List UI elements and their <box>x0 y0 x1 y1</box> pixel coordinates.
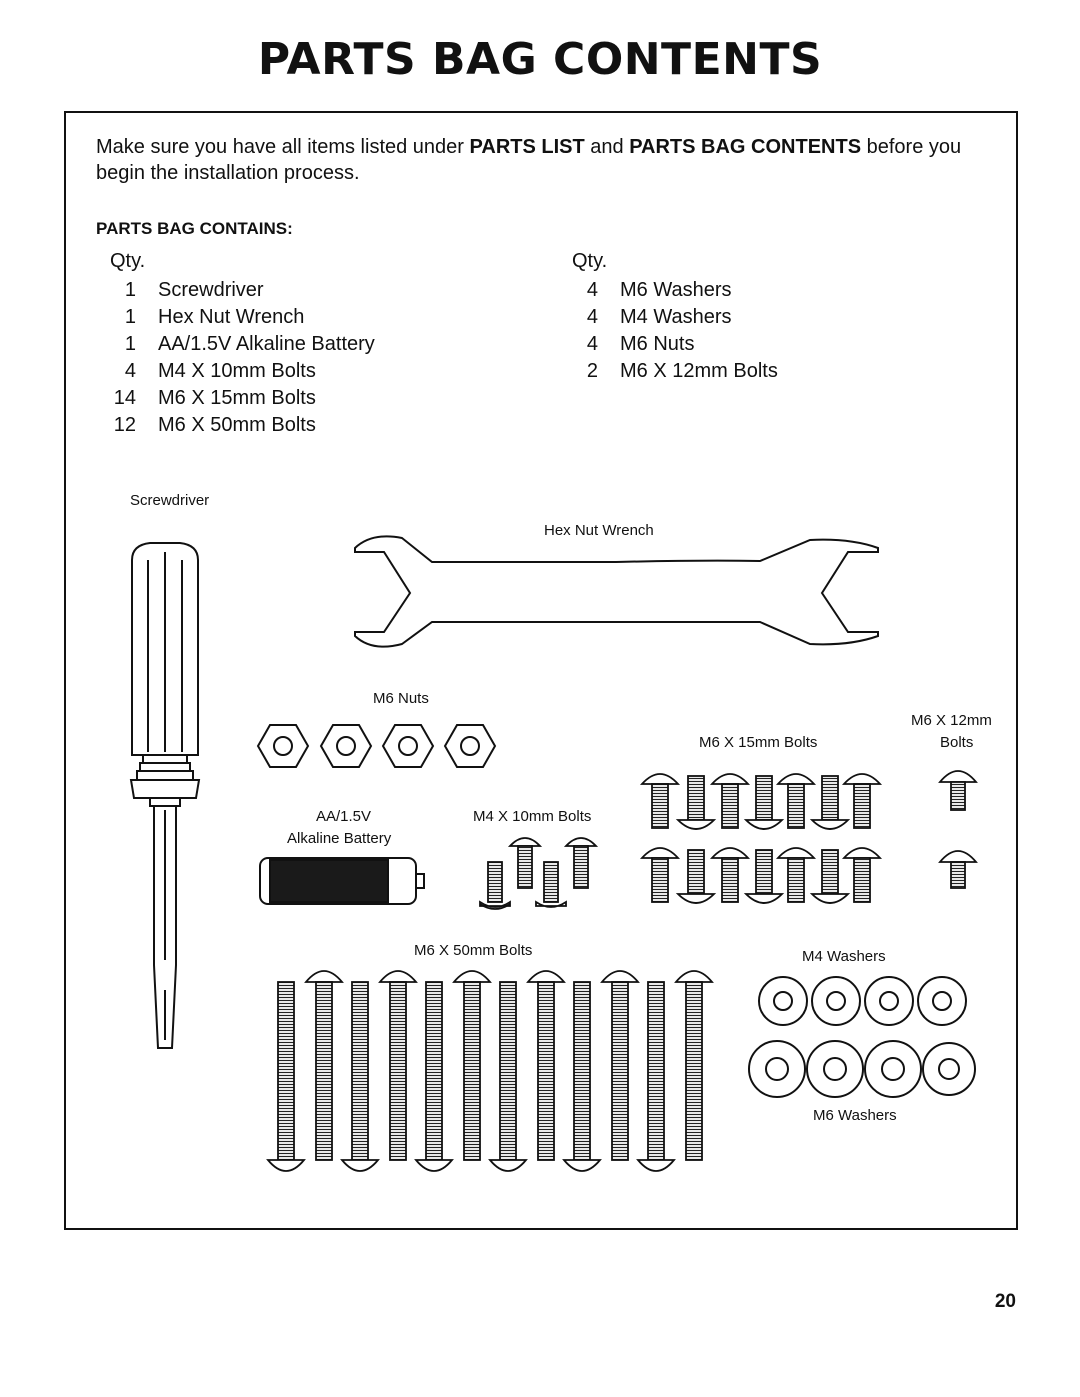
m6-nuts-icon <box>256 724 497 768</box>
m6x15-bolts-icon <box>639 847 883 904</box>
page-number: 20 <box>994 1291 1016 1312</box>
list-item-name: M4 Washers <box>620 306 732 328</box>
m4x10-label: M4 X 10mm Bolts <box>473 808 592 825</box>
m4-washers-icon <box>758 976 967 1026</box>
battery-label-line1: AA/1.5V <box>316 808 372 825</box>
list-item: 4 <box>586 333 598 355</box>
parts-list-ref: PARTS LIST <box>469 136 585 158</box>
list-item: 2 <box>586 360 598 382</box>
m6-nuts-label: M6 Nuts <box>373 690 429 707</box>
list-item-name: M6 Nuts <box>620 333 695 355</box>
m6-washers-label: M6 Washers <box>813 1107 897 1124</box>
list-item-name: AA/1.5V Alkaline Battery <box>158 333 375 355</box>
list-item-name: Screwdriver <box>158 279 264 301</box>
screwdriver-label: Screwdriver <box>130 492 210 509</box>
wrench-label: Hex Nut Wrench <box>544 522 654 539</box>
m6-washers-icon <box>748 1040 976 1098</box>
list-item: 1 <box>124 333 136 355</box>
list-item: 4 <box>586 279 598 301</box>
contents-frame <box>64 111 1018 1230</box>
wrench-icon <box>354 535 879 648</box>
screwdriver-icon <box>129 542 201 1049</box>
list-item-name: M4 X 10mm Bolts <box>158 360 316 382</box>
parts-bag-contents-ref: PARTS BAG CONTENTS <box>629 136 862 158</box>
page-title: PARTS BAG CONTENTS <box>257 34 823 85</box>
m4-washers-label: M4 Washers <box>802 948 886 965</box>
list-item-name: M6 X 15mm Bolts <box>158 387 316 409</box>
m6x12-label-line1: M6 X 12mm <box>911 712 992 729</box>
list-item: 14 <box>113 387 136 409</box>
list-item: 1 <box>124 306 136 328</box>
list-item: 4 <box>586 306 598 328</box>
list-item: 1 <box>124 279 136 301</box>
battery-label-line2: Alkaline Battery <box>287 830 392 847</box>
qty-header-right: Qty. <box>572 250 608 272</box>
list-item: 12 <box>113 414 136 436</box>
m6x50-bolts-icon <box>266 970 714 1172</box>
list-item-name: M6 Washers <box>620 279 732 301</box>
intro-text: Make sure you have all items listed unde… <box>96 136 962 184</box>
m6x15-bolts-icon <box>639 773 883 830</box>
list-item-name: M6 X 50mm Bolts <box>158 414 316 436</box>
m6x12-label-line2: Bolts <box>940 734 974 751</box>
m6x50-label: M6 X 50mm Bolts <box>414 942 533 959</box>
battery-icon <box>259 857 425 905</box>
list-item: 4 <box>124 360 136 382</box>
list-item-name: Hex Nut Wrench <box>158 306 305 328</box>
list-item-name: M6 X 12mm Bolts <box>620 360 778 382</box>
m4x10-bolts-icon <box>479 837 599 910</box>
m6x12-bolts-icon <box>938 770 978 889</box>
qty-header-left: Qty. <box>110 250 146 272</box>
parts-bag-contains-heading: PARTS BAG CONTAINS: <box>96 219 293 238</box>
m6x15-label: M6 X 15mm Bolts <box>699 734 818 751</box>
